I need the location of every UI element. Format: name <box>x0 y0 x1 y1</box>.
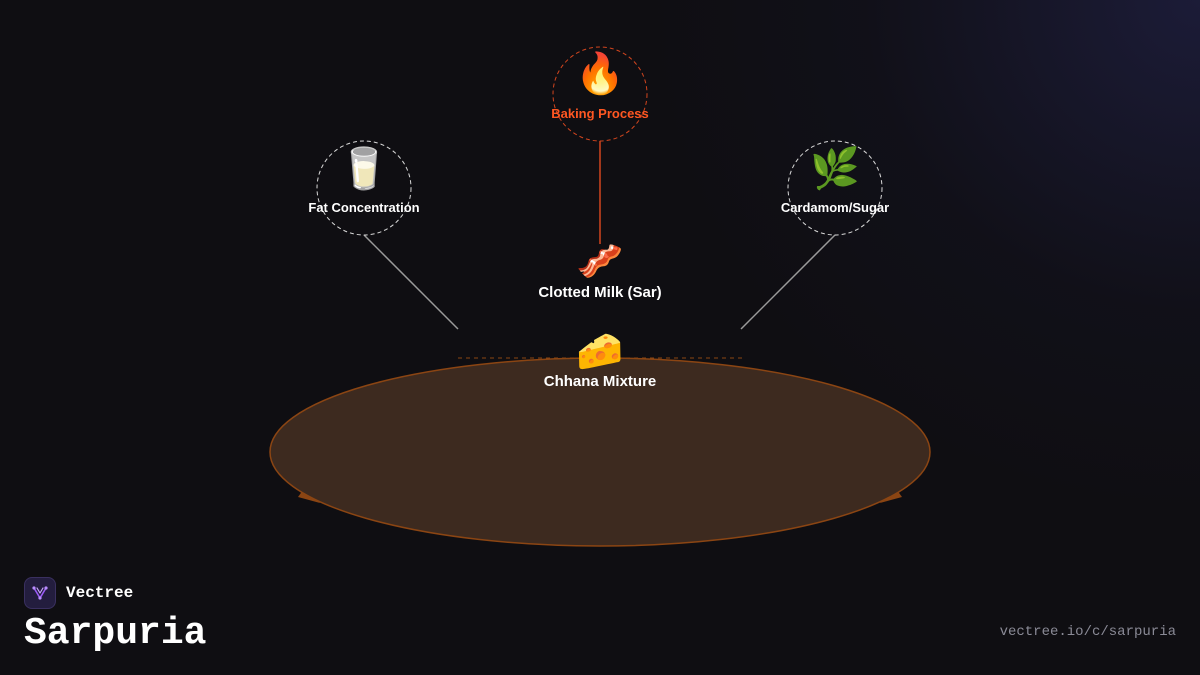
bacon-icon: 🥓 <box>576 239 623 283</box>
base-chhana-mixture[interactable]: 🧀 Chhana Mixture <box>544 329 657 390</box>
page-url[interactable]: vectree.io/c/sarpuria <box>999 624 1176 640</box>
connector-fat <box>363 234 459 330</box>
node-cardamom-sugar[interactable]: 🌿 Cardamom/Sugar <box>781 140 889 236</box>
base-platter <box>269 357 931 547</box>
base-label: Chhana Mixture <box>544 373 657 390</box>
node-fat-label: Fat Concentration <box>308 200 419 215</box>
herb-icon: 🌿 <box>810 145 860 192</box>
milk-glass-icon: 🥛 <box>339 145 389 192</box>
node-cardamom-ring <box>787 140 883 236</box>
center-clotted-milk[interactable]: 🥓 Clotted Milk (Sar) <box>538 239 661 301</box>
node-baking-ring <box>552 46 648 142</box>
vectree-logo-icon <box>24 577 56 609</box>
cheese-icon: 🧀 <box>576 329 623 373</box>
node-fat-ring <box>316 140 412 236</box>
node-cardamom-label: Cardamom/Sugar <box>781 200 889 215</box>
node-baking-process[interactable]: 🔥 Baking Process <box>551 46 649 142</box>
brand-name: Vectree <box>66 584 134 602</box>
connector-cardamom <box>740 234 836 330</box>
fire-icon: 🔥 <box>575 50 625 97</box>
center-label: Clotted Milk (Sar) <box>538 284 661 301</box>
platter-ellipse <box>269 357 931 547</box>
vectree-logo-glyph <box>32 586 48 600</box>
brand[interactable]: Vectree <box>24 577 133 609</box>
page-title: Sarpuria <box>24 612 207 655</box>
node-baking-label: Baking Process <box>551 106 649 121</box>
node-fat-concentration[interactable]: 🥛 Fat Concentration <box>308 140 420 236</box>
